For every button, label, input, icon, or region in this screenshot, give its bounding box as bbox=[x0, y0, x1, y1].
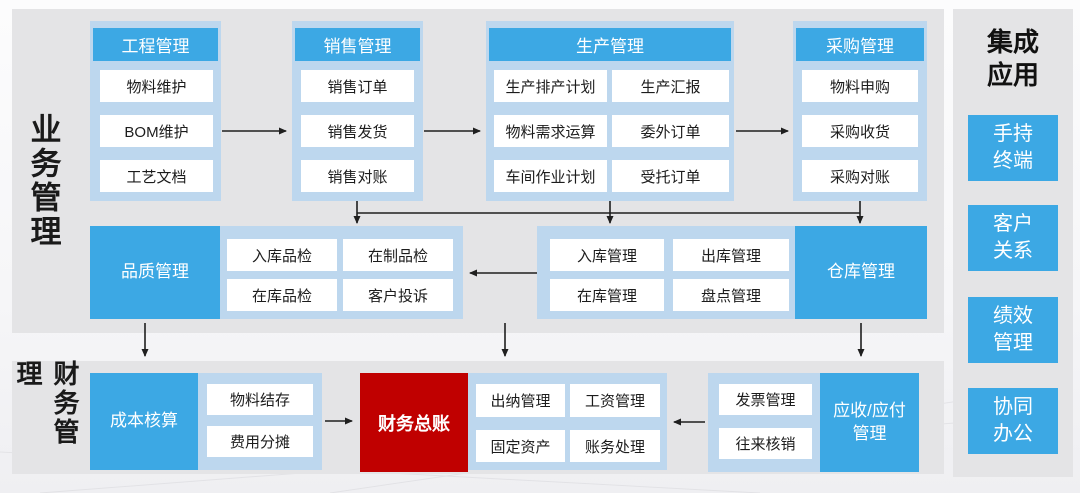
finance-section-label: 财务管理 bbox=[13, 360, 80, 447]
collaborative-office-label: 协同办公 bbox=[993, 396, 1033, 445]
cost-accounting-box: 成本核算 bbox=[90, 373, 198, 470]
module-box-process-document: 工艺文档 bbox=[100, 160, 213, 192]
module-box-purchase-receiving: 采购收货 bbox=[802, 115, 918, 147]
general-ledger-label: 财务总账 bbox=[378, 413, 450, 434]
module-box-payroll-management: 工资管理 bbox=[570, 384, 660, 417]
receivable-payable-box: 应收/应付管理 bbox=[820, 373, 919, 472]
module-box-fixed-assets: 固定资产 bbox=[476, 430, 565, 462]
module-box-cashier-management: 出纳管理 bbox=[476, 384, 565, 417]
module-box-material-requisition: 物料申购 bbox=[802, 70, 918, 102]
module-box-production-scheduling: 生产排产计划 bbox=[494, 70, 607, 102]
module-box-invoice-management: 发票管理 bbox=[719, 384, 812, 415]
module-box-bom-maintenance: BOM维护 bbox=[100, 115, 213, 147]
warehouse-management-label: 仓库管理 bbox=[827, 262, 895, 282]
module-box-sales-order: 销售订单 bbox=[301, 70, 414, 102]
sidebar-box-collaborative-office: 协同办公 bbox=[968, 388, 1058, 454]
module-box-consignment-order: 受托订单 bbox=[612, 160, 729, 192]
sidebar-box-performance-management: 绩效管理 bbox=[968, 297, 1058, 363]
module-box-outsourcing-order: 委外订单 bbox=[612, 115, 729, 147]
module-box-incoming-inspection: 入库品检 bbox=[227, 239, 337, 271]
cost-accounting-label: 成本核算 bbox=[110, 411, 178, 431]
engineering-group-header: 工程管理 bbox=[93, 28, 218, 61]
procurement-group-header: 采购管理 bbox=[796, 28, 924, 61]
module-box-material-balance: 物料结存 bbox=[207, 384, 313, 415]
module-box-workshop-plan: 车间作业计划 bbox=[494, 160, 607, 192]
production-group-header: 生产管理 bbox=[489, 28, 731, 61]
module-box-sales-reconciliation: 销售对账 bbox=[301, 160, 414, 192]
module-box-transaction-writeoff: 往来核销 bbox=[719, 428, 812, 459]
module-box-expense-allocation: 费用分摊 bbox=[207, 426, 313, 457]
quality-management-label: 品质管理 bbox=[121, 262, 189, 282]
integration-apps-title: 集成应用 bbox=[986, 27, 1039, 90]
module-box-sales-delivery: 销售发货 bbox=[301, 115, 414, 147]
module-box-material-maintenance: 物料维护 bbox=[100, 70, 213, 102]
sidebar-box-customer-relationship: 客户关系 bbox=[968, 205, 1058, 271]
quality-management-box: 品质管理 bbox=[90, 226, 220, 319]
sidebar-box-handheld-terminal: 手持终端 bbox=[968, 115, 1058, 181]
module-box-inprocess-inspection: 在制品检 bbox=[343, 239, 453, 271]
module-box-stock-management: 在库管理 bbox=[550, 279, 664, 311]
general-ledger-box: 财务总账 bbox=[360, 373, 468, 472]
module-box-outbound-management: 出库管理 bbox=[673, 239, 789, 271]
receivable-payable-label: 应收/应付管理 bbox=[833, 400, 906, 443]
customer-relationship-label: 客户关系 bbox=[993, 213, 1033, 262]
module-box-mrp: 物料需求运算 bbox=[494, 115, 607, 147]
module-box-purchase-reconciliation: 采购对账 bbox=[802, 160, 918, 192]
module-box-customer-complaint: 客户投诉 bbox=[343, 279, 453, 311]
module-box-stocktaking: 盘点管理 bbox=[673, 279, 789, 311]
performance-management-label: 绩效管理 bbox=[993, 305, 1033, 354]
module-box-stock-inspection: 在库品检 bbox=[227, 279, 337, 311]
handheld-terminal-label: 手持终端 bbox=[993, 123, 1033, 172]
sales-group-header: 销售管理 bbox=[295, 28, 420, 61]
module-box-inbound-management: 入库管理 bbox=[550, 239, 664, 271]
warehouse-management-box: 仓库管理 bbox=[795, 226, 927, 319]
module-box-production-report: 生产汇报 bbox=[612, 70, 729, 102]
business-section-label: 业务管理 bbox=[25, 113, 61, 249]
module-box-accounting-processing: 账务处理 bbox=[570, 430, 660, 462]
